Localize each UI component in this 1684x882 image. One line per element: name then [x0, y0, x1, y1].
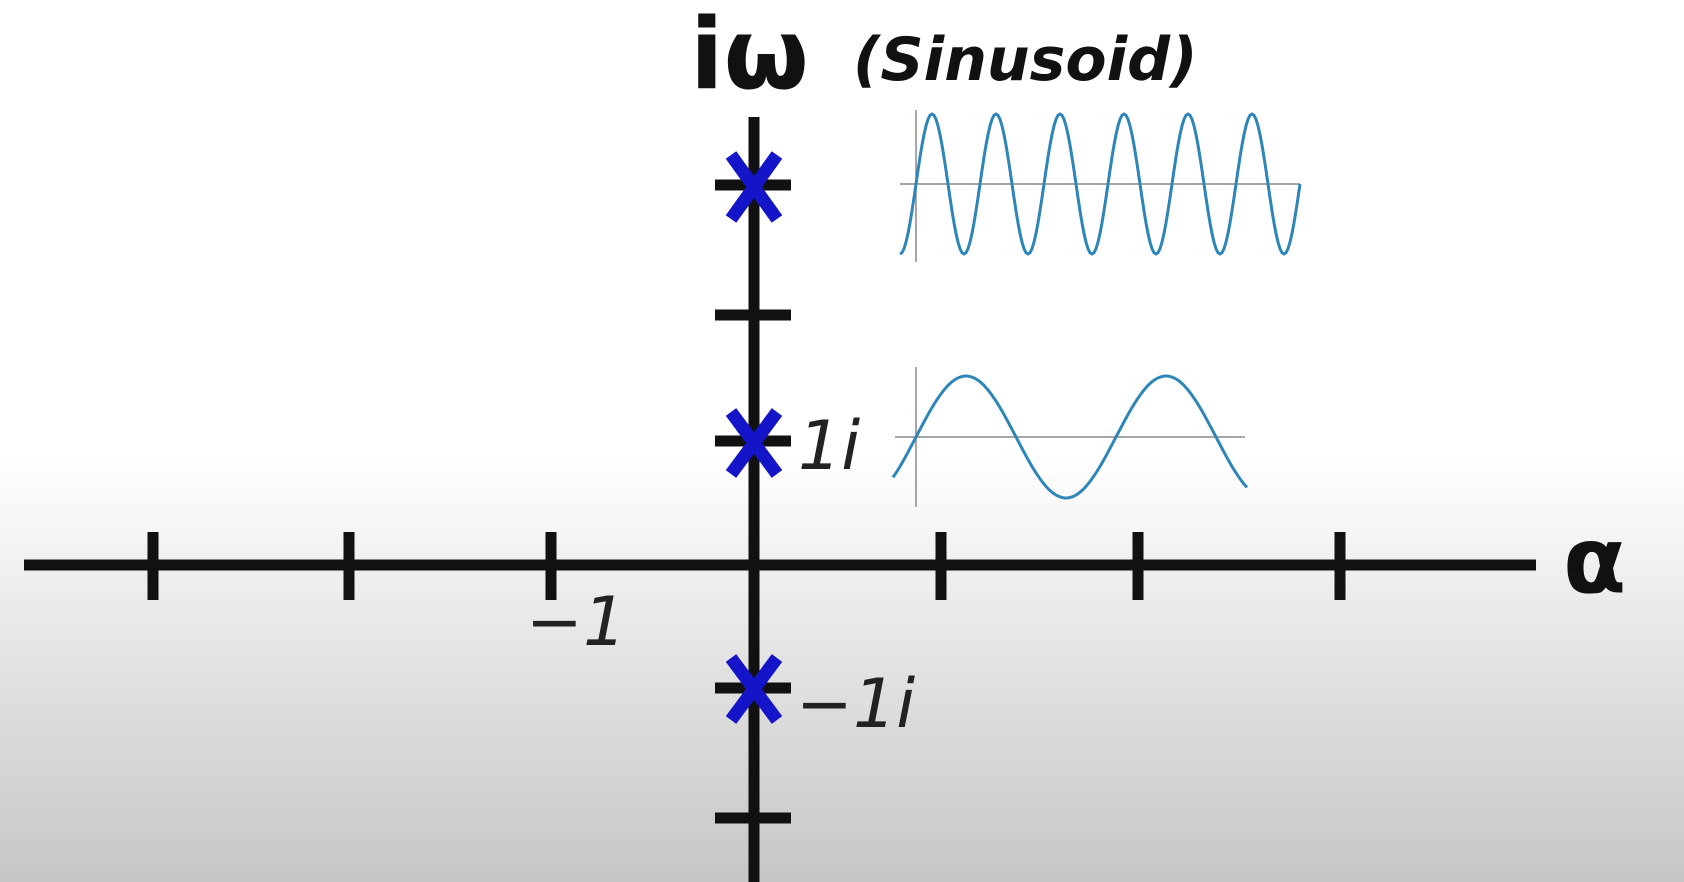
imag-tick-label-1i: 1i: [798, 407, 860, 486]
pole-marker-2i: [725, 151, 783, 223]
imag-tick-label-neg1i: −1i: [796, 665, 915, 744]
inset-slow-sinusoid-wave: [891, 374, 1249, 500]
vertical-axis-note: (Sinusoid): [853, 25, 1198, 95]
pole-markers: [725, 151, 783, 724]
horizontal-axis-symbol: α: [1563, 507, 1626, 614]
inset-fast-sinusoid-wave: [899, 112, 1302, 256]
real-tick-label-neg1: −1: [526, 583, 626, 662]
axes: [24, 117, 1536, 882]
vertical-axis-symbol: iω: [690, 0, 809, 112]
pole-marker-neg1i: [725, 654, 783, 724]
inset-slow-sinusoid: [891, 367, 1249, 507]
pole-marker-1i: [725, 408, 783, 478]
inset-fast-sinusoid: [899, 110, 1302, 262]
real-axis-ticks: [147, 532, 1346, 600]
